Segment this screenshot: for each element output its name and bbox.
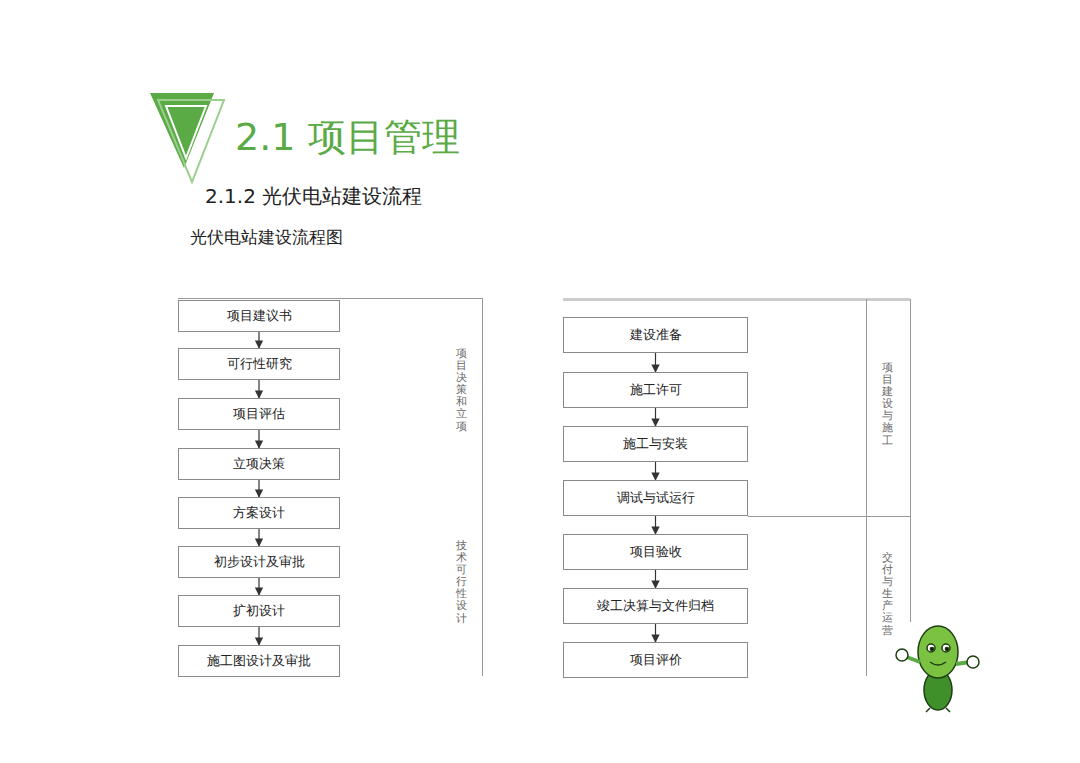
subtitle: 2.1.2 光伏电站建设流程 xyxy=(205,183,422,210)
process-box: 项目评估 xyxy=(178,398,340,430)
mascot-pupil xyxy=(945,647,948,650)
process-box: 竣工决算与文件归档 xyxy=(563,588,748,624)
box-text: 初步设计及审批 xyxy=(214,553,305,571)
bracket-line xyxy=(482,298,483,676)
subtitle: 光伏电站建设流程图 xyxy=(190,226,343,249)
process-box: 项目验收 xyxy=(563,534,748,570)
flow-arrow xyxy=(655,462,656,480)
group-label: 项目建设与施工 xyxy=(882,362,893,447)
process-box: 调试与试运行 xyxy=(563,480,748,516)
flow-arrow xyxy=(655,353,656,372)
mascot xyxy=(894,622,982,712)
process-box: 方案设计 xyxy=(178,497,340,529)
box-text: 施工与安装 xyxy=(623,435,688,453)
mascot-feet xyxy=(926,708,950,712)
mascot-hand xyxy=(896,649,908,661)
mascot-ground xyxy=(894,622,982,712)
group-brackets xyxy=(178,298,911,676)
process-box: 施工图设计及审批 xyxy=(178,645,340,677)
logo-outline xyxy=(158,100,224,182)
flow-arrow xyxy=(258,380,259,398)
bracket-line xyxy=(748,516,910,517)
box-text: 可行性研究 xyxy=(227,355,292,373)
process-box: 初步设计及审批 xyxy=(178,546,340,578)
box-text: 调试与试运行 xyxy=(617,489,695,507)
flow-arrow xyxy=(258,332,259,348)
flow-arrow xyxy=(655,516,656,534)
process-box: 立项决策 xyxy=(178,448,340,480)
bracket-line xyxy=(178,298,482,299)
flow-arrow xyxy=(655,624,656,642)
box-text: 施工图设计及审批 xyxy=(207,652,311,670)
group-label: 项目决策和立项 xyxy=(456,348,467,433)
box-text: 施工许可 xyxy=(630,381,682,399)
process-box: 施工许可 xyxy=(563,372,748,408)
process-box: 扩初设计 xyxy=(178,595,340,627)
flow-arrow xyxy=(258,578,259,595)
group-label: 交付与生产运营 xyxy=(882,552,893,637)
box-text: 项目评估 xyxy=(233,405,285,423)
mascot-hand xyxy=(967,656,979,668)
bracket-line xyxy=(866,299,867,676)
slide-title: 2.1 项目管理 xyxy=(235,112,460,163)
process-box: 建设准备 xyxy=(563,317,748,353)
process-box: 可行性研究 xyxy=(178,348,340,380)
mascot-eye xyxy=(927,644,935,652)
flow-arrow xyxy=(258,480,259,497)
box-text: 项目评价 xyxy=(630,651,682,669)
box-text: 立项决策 xyxy=(233,455,285,473)
box-text: 建设准备 xyxy=(630,326,682,344)
process-box: 项目评价 xyxy=(563,642,748,678)
logo-inner xyxy=(166,106,206,158)
flow-arrow xyxy=(655,408,656,426)
mascot-mouth xyxy=(930,662,946,665)
process-box: 施工与安装 xyxy=(563,426,748,462)
box-text: 项目验收 xyxy=(630,543,682,561)
bracket-line xyxy=(563,298,910,301)
flow-arrow xyxy=(655,570,656,588)
flow-arrow xyxy=(258,627,259,645)
flow-arrow xyxy=(258,430,259,448)
group-label: 技术可行性设计 xyxy=(456,540,467,625)
mascot-pupil xyxy=(930,647,933,650)
mascot-eye xyxy=(942,644,950,652)
box-text: 竣工决算与文件归档 xyxy=(597,597,714,615)
bracket-line xyxy=(910,299,911,622)
flow-arrow xyxy=(258,529,259,546)
process-box: 项目建议书 xyxy=(178,300,340,332)
box-text: 扩初设计 xyxy=(233,602,285,620)
logo-triangles xyxy=(150,93,224,182)
mascot-head xyxy=(918,626,958,678)
box-text: 项目建议书 xyxy=(227,307,292,325)
box-text: 方案设计 xyxy=(233,504,285,522)
